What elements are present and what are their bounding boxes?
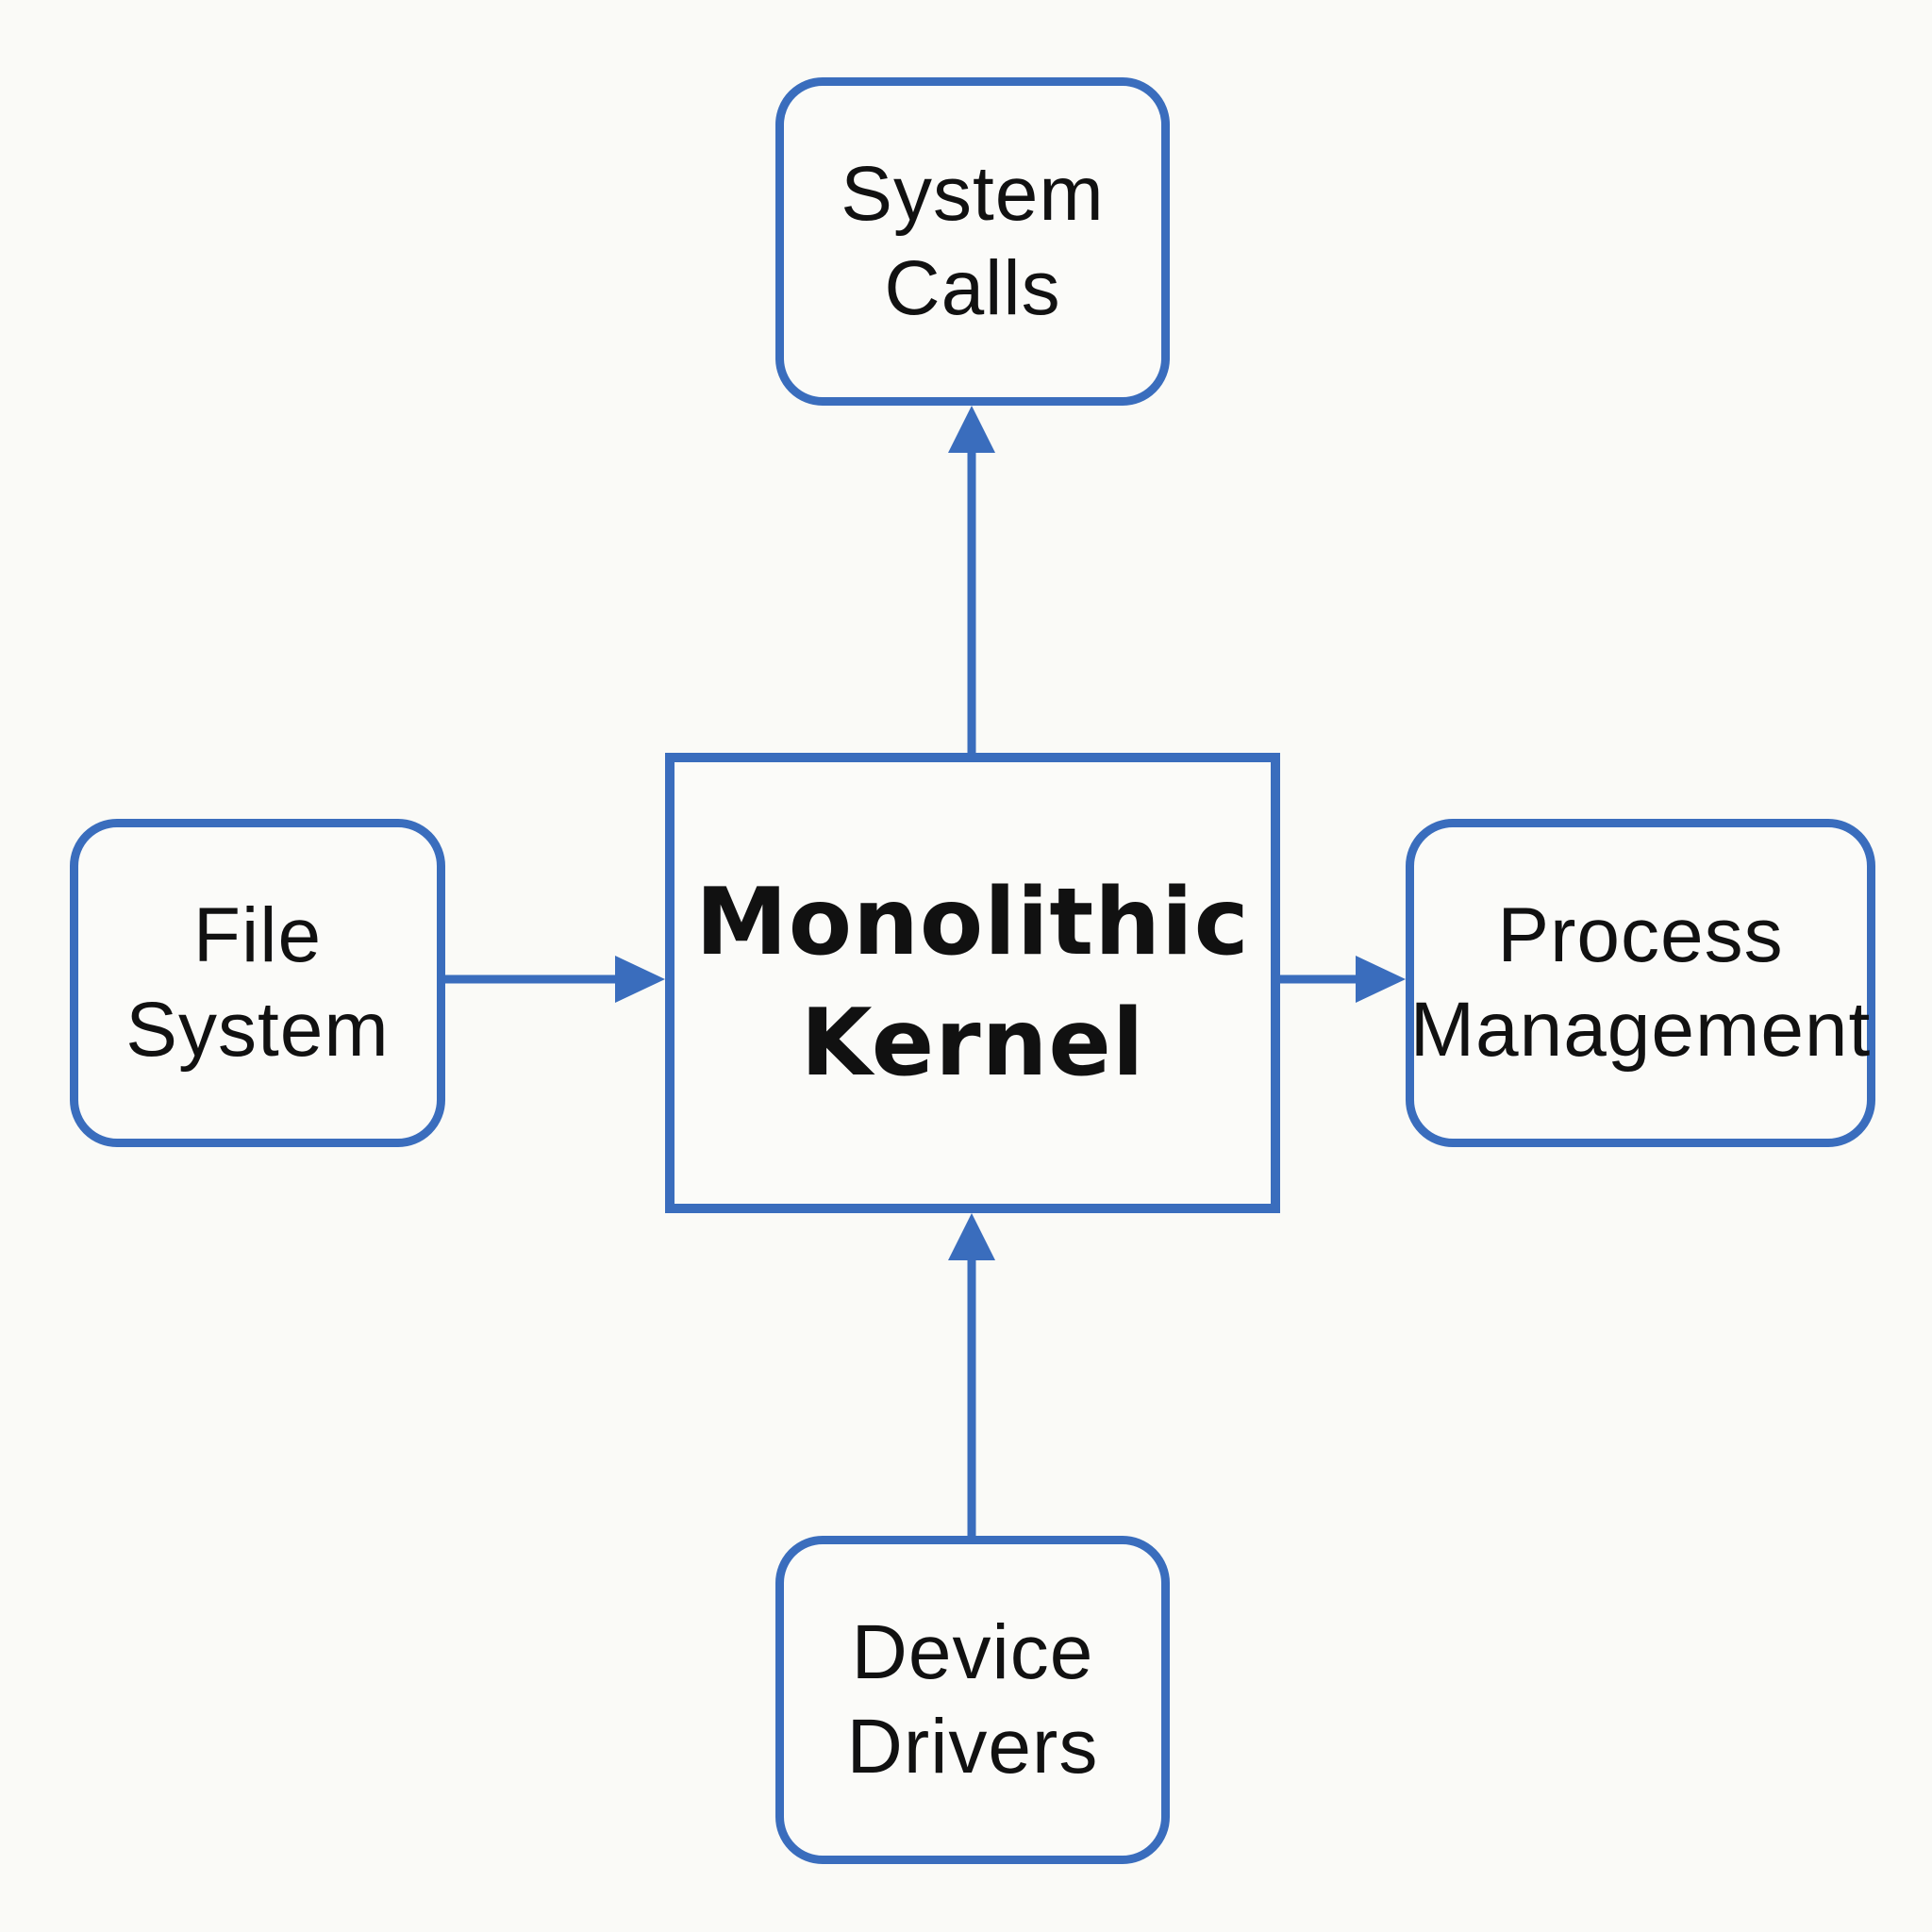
node-label-line: Monolithic [695, 869, 1250, 976]
arrowhead-kernel-left [615, 956, 665, 1003]
node-system-calls: System Calls [775, 77, 1170, 406]
node-label-line: Device [851, 1609, 1094, 1695]
arrowhead-system-calls [948, 406, 995, 453]
node-process-management: Process Management [1406, 819, 1875, 1147]
node-label-line: Management [1409, 987, 1872, 1073]
node-label-line: File [192, 892, 323, 978]
node-label-line: System [125, 987, 390, 1073]
node-label-line: System [841, 151, 1105, 237]
node-label-line: Process [1497, 892, 1784, 978]
node-monolithic-kernel: Monolithic Kernel [665, 753, 1280, 1213]
node-device-drivers: Device Drivers [775, 1536, 1170, 1864]
node-label-line: Kernel [800, 990, 1145, 1097]
node-label-line: Drivers [846, 1704, 1099, 1790]
arrowhead-process-management [1356, 956, 1406, 1003]
node-file-system: File System [70, 819, 445, 1147]
arrowhead-kernel-bottom [948, 1213, 995, 1260]
node-label-line: Calls [884, 245, 1061, 331]
